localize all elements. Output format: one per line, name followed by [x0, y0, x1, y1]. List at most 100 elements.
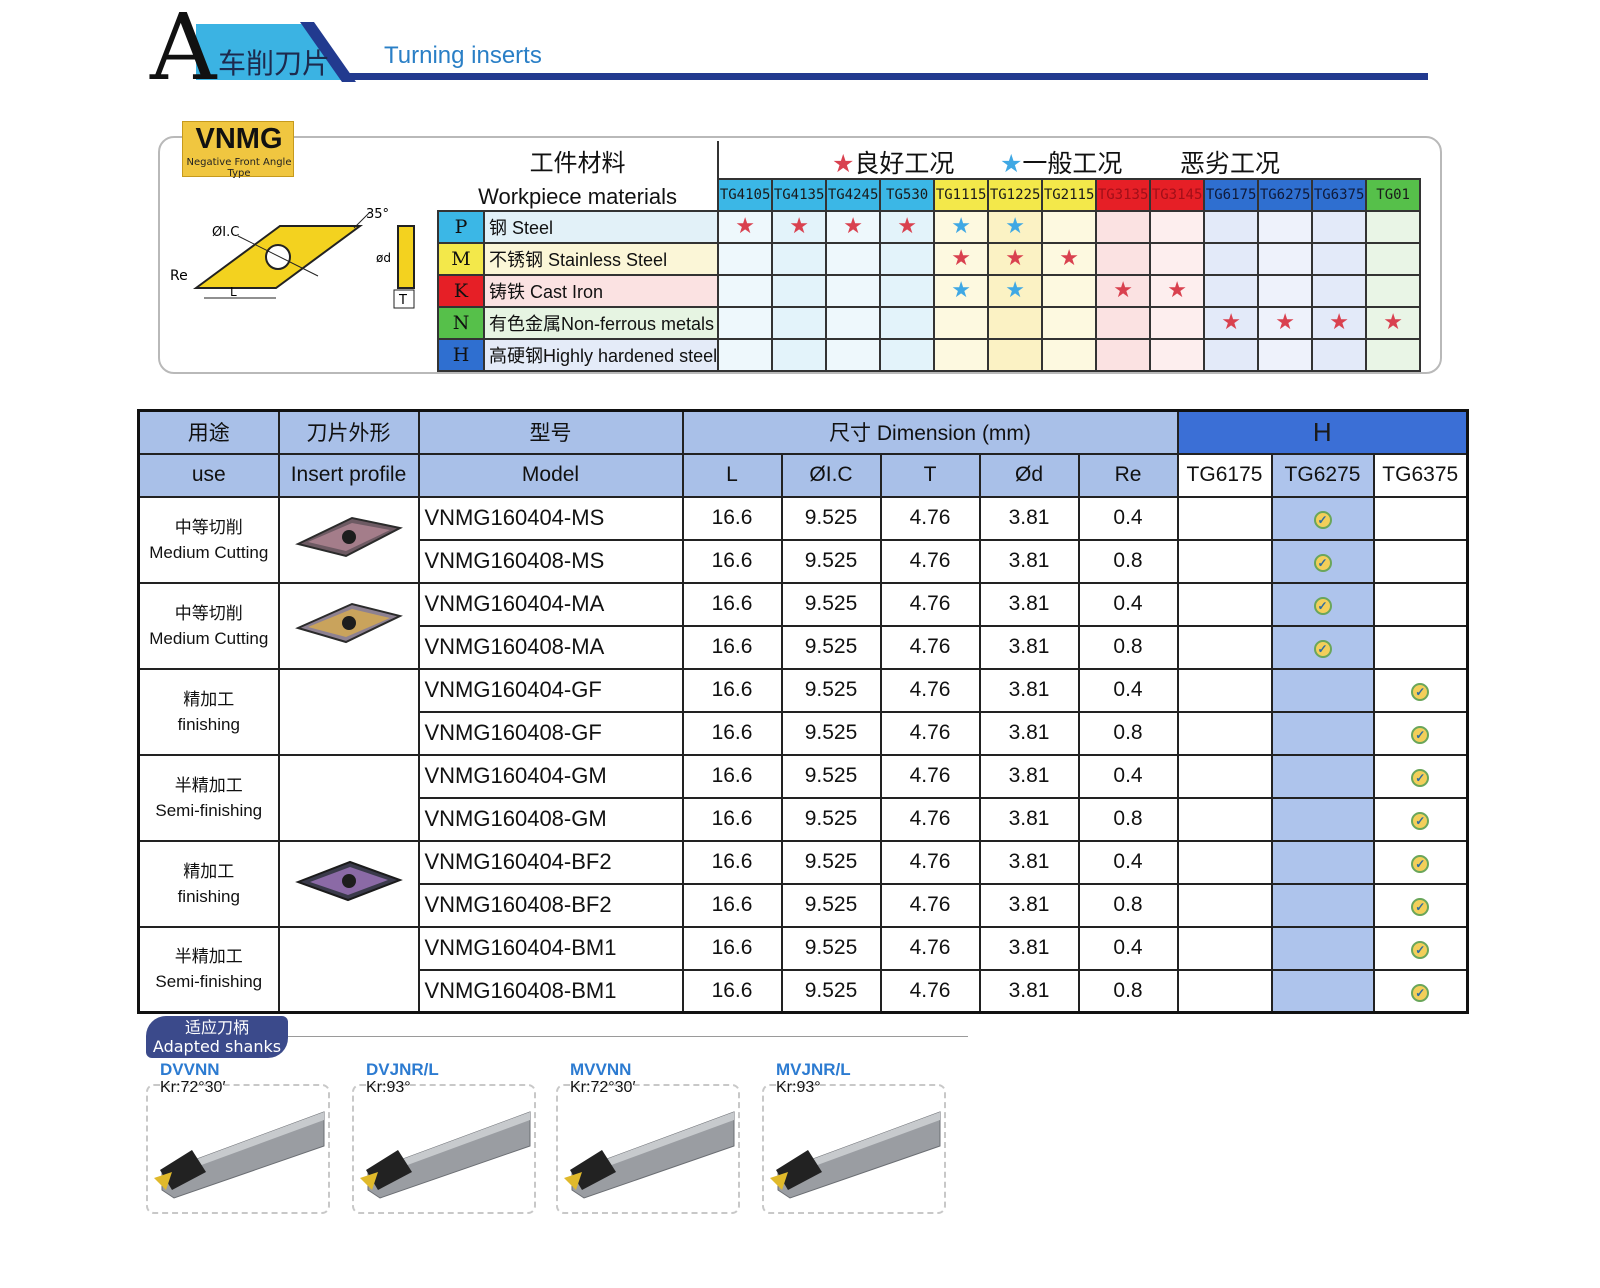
col-grade-group: H — [1176, 409, 1469, 455]
insert-angle-line — [353, 211, 371, 229]
material-mark-cell — [879, 338, 936, 372]
grade-code-tg1225: TG1225 — [987, 178, 1044, 212]
material-mark-cell — [1041, 210, 1098, 244]
material-mark-cell: ★ — [987, 242, 1044, 276]
material-mark-cell — [717, 306, 774, 340]
col-model-en: Model — [417, 452, 684, 498]
insert-profile-bf-image — [294, 860, 403, 901]
insert-l-label: L — [230, 285, 237, 299]
grade-cell-tg6175 — [1176, 667, 1273, 713]
dim-re-cell: 0.4 — [1077, 753, 1179, 799]
material-mark-cell — [825, 274, 882, 308]
material-mark-cell — [1311, 274, 1368, 308]
material-mark-cell — [1257, 210, 1314, 244]
dim-t-cell: 4.76 — [879, 710, 981, 756]
material-mark-cell — [1095, 306, 1152, 340]
recommended-check-icon: ✓ — [1411, 983, 1430, 1002]
material-mark-cell — [1149, 338, 1206, 372]
use-en: Semi-finishing — [155, 972, 263, 992]
grade-cell-tg6375: ✓ — [1372, 796, 1469, 842]
col-model-cn: 型号 — [417, 409, 684, 455]
material-mark-cell — [1203, 210, 1260, 244]
dim-t-cell: 4.76 — [879, 925, 981, 971]
shank-tool-image — [770, 1111, 941, 1199]
material-mark-cell — [1041, 306, 1098, 340]
dim-l-cell: 16.6 — [681, 624, 783, 670]
material-mark-cell — [771, 338, 828, 372]
legend-good-star-icon: ★ — [832, 149, 855, 178]
material-mark-cell — [1041, 274, 1098, 308]
insert-diagram: ØI.C 35° Re L ød T — [170, 207, 415, 309]
grade-cell-tg6175 — [1176, 495, 1273, 541]
good-condition-star-icon: ★ — [1059, 246, 1079, 271]
material-mark-cell — [1203, 274, 1260, 308]
col-use-cn: 用途 — [137, 409, 280, 455]
legend-general-label: 一般工况 — [1022, 149, 1123, 178]
grade-cell-tg6275 — [1270, 796, 1375, 842]
shank-kr: Kr:72°30′ — [160, 1079, 226, 1096]
dim-re-cell: 0.8 — [1077, 710, 1179, 756]
section-title-cn: 车削刀片 — [218, 47, 331, 80]
grade-code-tg4245: TG4245 — [825, 178, 882, 212]
use-en: Medium Cutting — [149, 542, 269, 562]
shank-tool-image — [360, 1111, 531, 1199]
dim-t-cell: 4.76 — [879, 753, 981, 799]
grade-code-tg01: TG01 — [1365, 178, 1422, 212]
material-mark-cell: ★ — [1149, 274, 1206, 308]
material-mark-cell: ★ — [1041, 242, 1098, 276]
grade-cell-tg6275 — [1270, 710, 1375, 756]
material-mark-cell: ★ — [771, 210, 828, 244]
legend-bad: 恶劣工况 — [1180, 149, 1281, 178]
material-mark-cell — [771, 274, 828, 308]
material-mark-cell: ★ — [1365, 306, 1422, 340]
insert-profile-cell — [277, 495, 420, 584]
model-cell: VNMG160404-BF2 — [417, 839, 684, 885]
legend-good-label: 良好工况 — [854, 149, 955, 178]
model-cell: VNMG160408-MA — [417, 624, 684, 670]
dim-l-cell: 16.6 — [681, 753, 783, 799]
good-condition-star-icon: ★ — [1167, 278, 1187, 303]
grade-cell-tg6375: ✓ — [1372, 667, 1469, 713]
material-name: 钢 Steel — [482, 210, 720, 244]
use-en: finishing — [177, 714, 240, 734]
grade-code-tg4135: TG4135 — [771, 178, 828, 212]
use-en: Medium Cutting — [149, 628, 269, 648]
col-profile-en: Insert profile — [277, 452, 420, 498]
insert-type-name: VNMG — [195, 123, 283, 155]
recommended-check-icon: ✓ — [1313, 554, 1332, 572]
section-title-en: Turning inserts — [384, 42, 542, 69]
dim-d-cell: 3.81 — [978, 796, 1080, 842]
grade-cell-tg6375: ✓ — [1372, 968, 1469, 1014]
material-mark-cell: ★ — [933, 242, 990, 276]
insert-spec-table: 用途 刀片外形 型号 尺寸 Dimension (mm) H use Inser… — [137, 409, 1469, 1014]
insert-profile-cell — [277, 667, 420, 756]
grade-cell-tg6375: ✓ — [1372, 882, 1469, 928]
material-mark-cell: ★ — [933, 210, 990, 244]
dim-ic-cell: 9.525 — [780, 968, 882, 1014]
adapted-shanks-title-en: Adapted shanks — [152, 1037, 282, 1056]
material-mark-cell — [771, 242, 828, 276]
material-mark-cell — [879, 274, 936, 308]
insert-profile-ms-image — [294, 516, 403, 557]
good-condition-star-icon: ★ — [897, 214, 917, 239]
use-en: finishing — [177, 886, 240, 906]
dim-t-cell: 4.76 — [879, 968, 981, 1014]
dim-ic-cell: 9.525 — [780, 753, 882, 799]
shank-name: DVJNR/L — [366, 1060, 439, 1079]
grade-cell-tg6375 — [1372, 538, 1469, 584]
insert-profile-cell — [277, 839, 420, 928]
material-mark-cell — [933, 338, 990, 372]
grade-cell-tg6175 — [1176, 538, 1273, 584]
grade-cell-tg6375 — [1372, 624, 1469, 670]
dim-d-cell: 3.81 — [978, 710, 1080, 756]
grade-cell-tg6375: ✓ — [1372, 925, 1469, 971]
dim-re-cell: 0.8 — [1077, 538, 1179, 584]
legend-good: ★良好工况 — [832, 144, 954, 180]
